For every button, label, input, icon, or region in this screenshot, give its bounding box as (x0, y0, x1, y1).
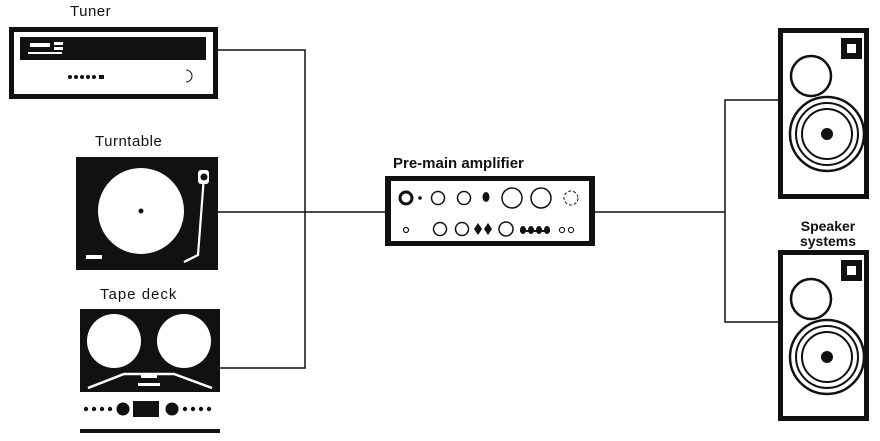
tuner-knob (185, 69, 193, 83)
tuner-buttons (68, 75, 104, 79)
speaker-lower-woofer (788, 318, 866, 396)
tonearm (183, 170, 209, 263)
reel-right (157, 314, 211, 368)
wire-speakers (724, 99, 778, 323)
turntable-label: Turntable (95, 133, 163, 150)
tuner-dial-window (20, 37, 206, 60)
amplifier-label: Pre-main amplifier (393, 155, 524, 172)
turntable-unit (76, 157, 218, 270)
speaker-systems-label: Speaker systems (780, 218, 876, 250)
reel-left (87, 314, 141, 368)
speaker-systems-label-line2: systems (799, 233, 857, 250)
tuner-unit (9, 27, 218, 99)
wire-tuner (218, 49, 306, 369)
amp-knobs-top (398, 187, 579, 209)
tape-deck-controls (83, 401, 212, 417)
tape-deck-unit (80, 309, 220, 433)
tape-deck-label: Tape deck (100, 286, 178, 303)
spindle (138, 208, 144, 214)
speaker-upper-midrange (789, 54, 833, 98)
amp-knobs-bottom (402, 221, 575, 237)
connection-wires (218, 49, 778, 369)
speaker-lower (778, 250, 869, 421)
speaker-systems-label-line1: Speaker (800, 218, 856, 234)
speaker-upper (778, 28, 869, 199)
pre-main-amplifier (385, 176, 595, 246)
speaker-lower-midrange (789, 277, 833, 321)
tuner-label: Tuner (70, 3, 112, 20)
speaker-upper-woofer (788, 95, 866, 173)
